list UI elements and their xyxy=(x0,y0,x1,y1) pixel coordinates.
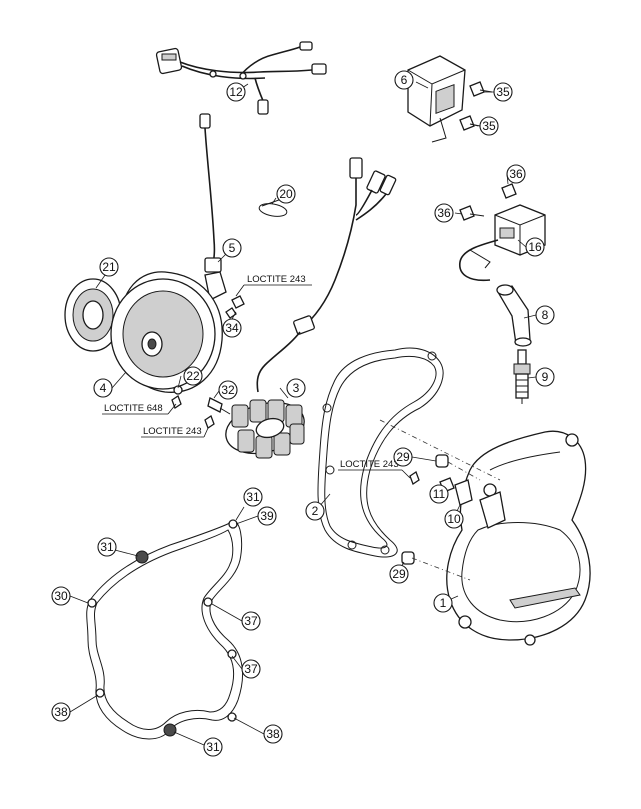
callout-39: 39 xyxy=(257,506,277,526)
clutch-cover-gasket xyxy=(86,519,244,740)
flywheel xyxy=(64,271,223,393)
loctite-note-648: LOCTITE 648 xyxy=(102,403,177,415)
svg-text:29: 29 xyxy=(392,567,406,581)
callout-37-top: 37 xyxy=(241,611,261,631)
sensor-screw xyxy=(225,295,245,319)
callout-16: 16 xyxy=(525,237,545,257)
axis-line xyxy=(379,419,501,481)
spark-plug-cap xyxy=(496,284,532,347)
loctite-note-top: LOCTITE 243 xyxy=(235,274,312,297)
callout-36-top: 36 xyxy=(506,164,526,184)
svg-text:20: 20 xyxy=(279,187,293,201)
svg-text:36: 36 xyxy=(437,206,451,220)
svg-text:10: 10 xyxy=(447,512,461,526)
callout-2: 2 xyxy=(305,501,325,521)
svg-text:22: 22 xyxy=(186,369,200,383)
svg-text:4: 4 xyxy=(100,381,107,395)
callout-35-bottom: 35 xyxy=(479,116,499,136)
flywheel-nut xyxy=(171,385,183,409)
callout-30: 30 xyxy=(51,586,71,606)
svg-text:29: 29 xyxy=(396,450,410,464)
svg-text:36: 36 xyxy=(509,167,523,181)
coil-screws xyxy=(459,183,517,221)
wiring-harness xyxy=(155,41,327,115)
callout-32: 32 xyxy=(218,380,238,400)
callout-37-bottom: 37 xyxy=(241,659,261,679)
callout-38-left: 38 xyxy=(51,702,71,722)
svg-text:6: 6 xyxy=(401,73,408,87)
stator-screws xyxy=(204,397,231,429)
callout-31-left: 31 xyxy=(97,537,117,557)
spark-plug xyxy=(513,349,531,404)
svg-text:32: 32 xyxy=(221,383,235,397)
callout-29-top: 29 xyxy=(393,447,413,467)
callout-3: 3 xyxy=(286,378,306,398)
svg-text:37: 37 xyxy=(244,662,258,676)
callout-34: 34 xyxy=(222,318,242,338)
svg-text:34: 34 xyxy=(225,321,239,335)
svg-text:11: 11 xyxy=(433,487,446,501)
callout-31-top: 31 xyxy=(243,487,263,507)
loctite-note-left: LOCTITE 243 xyxy=(141,426,209,438)
svg-text:2: 2 xyxy=(312,504,319,518)
callout-12: 12 xyxy=(226,82,246,102)
callout-35-top: 35 xyxy=(493,82,513,102)
svg-text:38: 38 xyxy=(266,727,280,741)
callout-8: 8 xyxy=(535,305,555,325)
callout-1: 1 xyxy=(433,593,453,613)
callout-11: 11 xyxy=(429,484,449,504)
ignition-module xyxy=(407,55,466,143)
callout-38-right: 38 xyxy=(263,724,283,744)
svg-text:30: 30 xyxy=(54,589,68,603)
svg-text:39: 39 xyxy=(260,509,274,523)
loctite-sealant-drop xyxy=(409,471,420,485)
svg-text:12: 12 xyxy=(229,85,243,99)
pickup-sensor xyxy=(199,113,227,307)
svg-text:LOCTITE 243: LOCTITE 243 xyxy=(143,426,202,437)
cover-gasket xyxy=(317,347,444,558)
callout-9: 9 xyxy=(535,367,555,387)
svg-text:35: 35 xyxy=(496,85,510,99)
svg-text:LOCTITE 648: LOCTITE 648 xyxy=(104,403,163,414)
svg-text:5: 5 xyxy=(229,241,236,255)
svg-text:3: 3 xyxy=(293,381,300,395)
svg-text:1: 1 xyxy=(440,596,447,610)
callout-10: 10 xyxy=(444,509,464,529)
svg-text:8: 8 xyxy=(542,308,549,322)
svg-text:LOCTITE 243: LOCTITE 243 xyxy=(340,459,399,470)
stator xyxy=(225,157,397,459)
callout-36-left: 36 xyxy=(434,203,454,223)
svg-text:31: 31 xyxy=(100,540,114,554)
svg-text:37: 37 xyxy=(244,614,258,628)
module-screws xyxy=(459,81,493,131)
callout-4: 4 xyxy=(93,378,113,398)
loctite-note-cover: LOCTITE 243 xyxy=(338,459,411,479)
callout-29-bottom: 29 xyxy=(389,564,409,584)
svg-text:21: 21 xyxy=(102,260,116,274)
callout-31-bottom: 31 xyxy=(203,737,223,757)
dowel-pins xyxy=(401,454,449,565)
svg-text:16: 16 xyxy=(528,240,542,254)
svg-text:LOCTITE 243: LOCTITE 243 xyxy=(247,274,306,285)
svg-text:35: 35 xyxy=(482,119,496,133)
svg-text:31: 31 xyxy=(246,490,260,504)
callout-5: 5 xyxy=(222,238,242,258)
axis-line xyxy=(411,557,471,581)
svg-text:9: 9 xyxy=(542,370,549,384)
callout-22: 22 xyxy=(183,366,203,386)
ignition-cover xyxy=(446,430,591,646)
callout-21: 21 xyxy=(99,257,119,277)
svg-text:31: 31 xyxy=(206,740,220,754)
callout-20: 20 xyxy=(276,184,296,204)
callout-6: 6 xyxy=(394,70,414,90)
cable-clamp xyxy=(439,477,473,506)
svg-text:38: 38 xyxy=(54,705,68,719)
